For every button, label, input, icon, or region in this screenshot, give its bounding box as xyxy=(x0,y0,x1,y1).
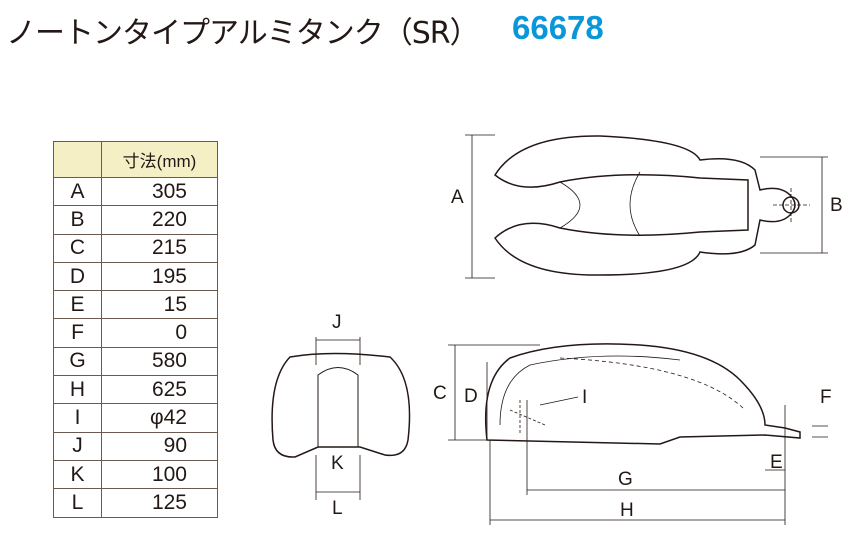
dimension-key: J xyxy=(53,431,102,461)
dim-label-a: A xyxy=(451,187,464,208)
dimension-key: B xyxy=(53,205,102,235)
product-code: 66678 xyxy=(512,9,604,46)
dim-label-b: B xyxy=(830,195,843,216)
dimension-lines-top xyxy=(465,134,828,279)
dimension-key: K xyxy=(53,459,102,490)
page-title: ノートンタイプアルミタンク（SR） xyxy=(6,16,480,51)
dimension-key: G xyxy=(53,346,102,377)
dim-label-d: D xyxy=(464,386,478,407)
dim-label-k: K xyxy=(331,453,344,474)
tank-side-view xyxy=(484,343,801,445)
dimension-key: D xyxy=(53,261,102,292)
dimension-key: H xyxy=(53,375,102,405)
dim-label-h: H xyxy=(620,500,634,521)
header-cell xyxy=(53,141,102,178)
dimension-value: 125 xyxy=(101,488,218,518)
dimension-lines-front xyxy=(315,337,361,500)
dim-label-f: F xyxy=(820,387,832,408)
dimension-lines-side xyxy=(448,344,828,525)
dim-label-l: L xyxy=(332,498,343,519)
dimension-value: 90 xyxy=(101,431,218,461)
dimension-value: 0 xyxy=(101,318,218,348)
dim-label-c: C xyxy=(433,383,447,404)
tank-top-view xyxy=(494,135,796,276)
dimension-value: 100 xyxy=(101,459,218,490)
dimension-value: 305 xyxy=(101,176,218,207)
dim-label-i: I xyxy=(582,387,588,408)
dim-label-g: G xyxy=(618,469,633,490)
header-cell: 寸法(mm) xyxy=(101,141,218,178)
tank-front-view xyxy=(271,352,411,458)
dimension-value: 215 xyxy=(101,233,218,263)
dimension-key: L xyxy=(53,488,102,518)
dimension-value: 580 xyxy=(101,346,218,377)
dimension-value: 195 xyxy=(101,261,218,292)
table-header-row: 寸法(mm) xyxy=(53,141,218,178)
dim-label-e: E xyxy=(770,452,783,473)
dim-label-j: J xyxy=(332,312,342,333)
dimension-key: I xyxy=(53,403,102,433)
